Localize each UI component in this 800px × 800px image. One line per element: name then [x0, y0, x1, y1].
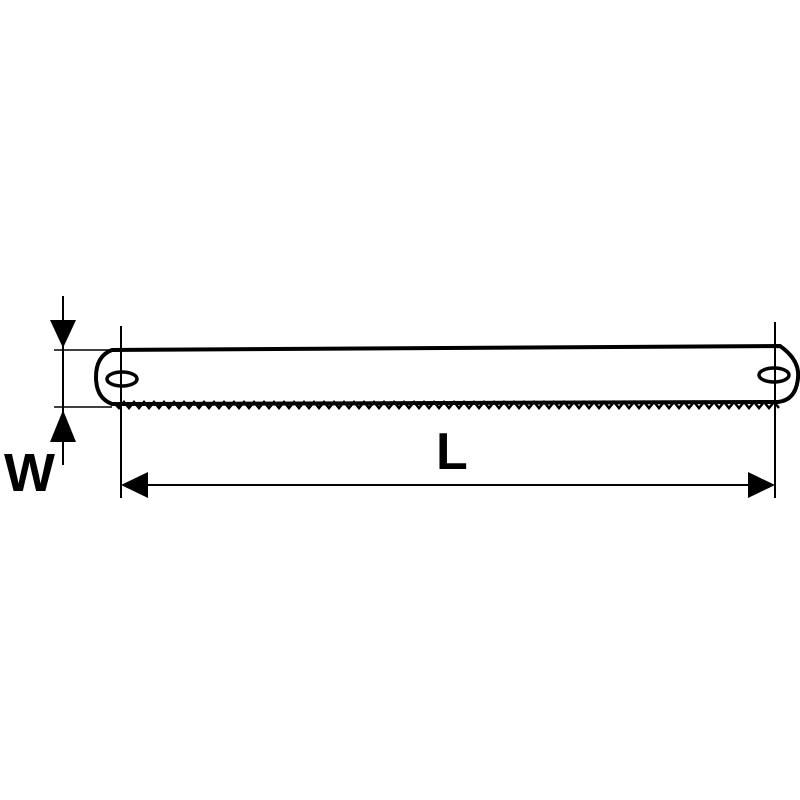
width-label: W	[4, 443, 55, 503]
blade-teeth	[113, 400, 780, 410]
length-arrow-left	[121, 472, 148, 498]
width-arrow-top	[50, 320, 76, 348]
length-label: L	[436, 423, 468, 481]
blade-outline	[93, 343, 800, 407]
width-arrow-bottom	[50, 410, 76, 442]
length-arrow-right	[748, 472, 775, 498]
